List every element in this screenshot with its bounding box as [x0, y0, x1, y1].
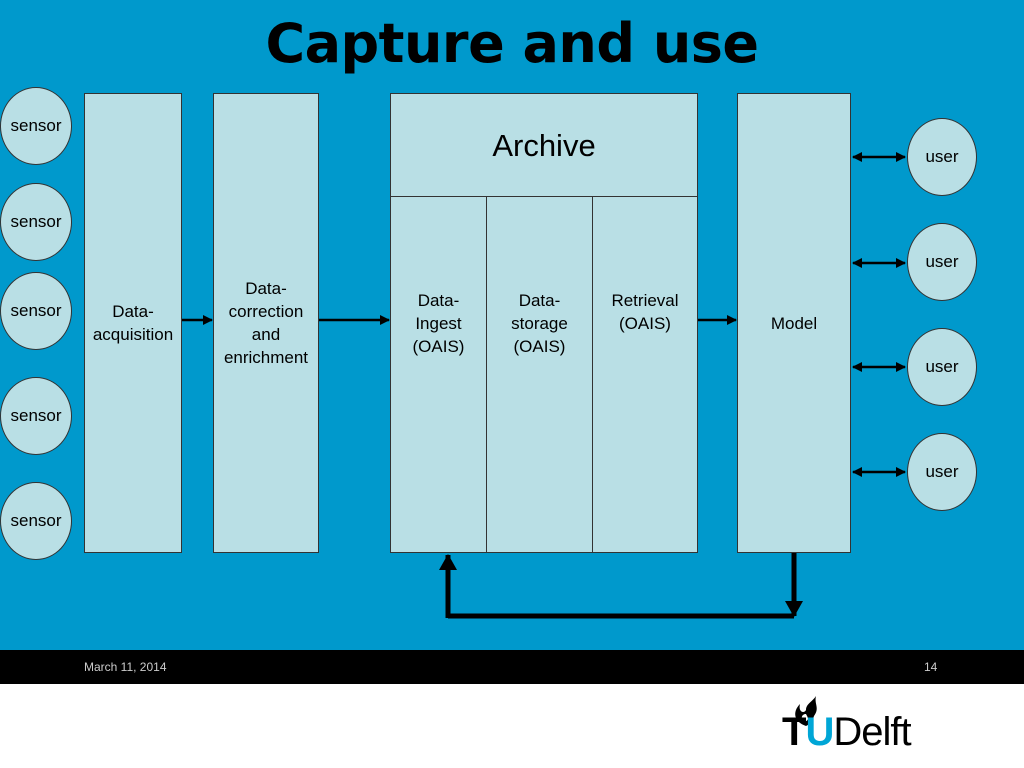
sensor-node: sensor — [0, 183, 72, 261]
archive-column-ingest: Data- Ingest (OAIS) — [391, 197, 487, 552]
tudelft-logo: TUDelft — [778, 692, 948, 760]
footer-date: March 11, 2014 — [84, 660, 167, 674]
sensor-node: sensor — [0, 272, 72, 350]
archive-box: Archive Data- Ingest (OAIS) Data- storag… — [390, 93, 698, 553]
user-node: user — [907, 328, 977, 406]
footer-bar — [0, 650, 1024, 684]
sensor-node: sensor — [0, 482, 72, 560]
flame-icon — [795, 696, 817, 726]
user-node: user — [907, 223, 977, 301]
data-correction-box: Data- correction and enrichment — [213, 93, 319, 553]
page-number: 14 — [924, 660, 938, 674]
archive-column-retrieval: Retrieval (OAIS) — [611, 291, 679, 333]
archive-title: Archive — [391, 94, 697, 197]
connector-arrows — [182, 152, 906, 619]
user-node: user — [907, 433, 977, 511]
sensor-node: sensor — [0, 377, 72, 455]
sensor-node: sensor — [0, 87, 72, 165]
archive-column-storage: Data- storage (OAIS) — [487, 197, 593, 552]
slide-title: Capture and use — [265, 12, 759, 75]
data-acquisition-box: Data- acquisition — [84, 93, 182, 553]
model-box: Model — [737, 93, 851, 553]
user-node: user — [907, 118, 977, 196]
logo-wordmark: TUDelft — [782, 710, 912, 754]
